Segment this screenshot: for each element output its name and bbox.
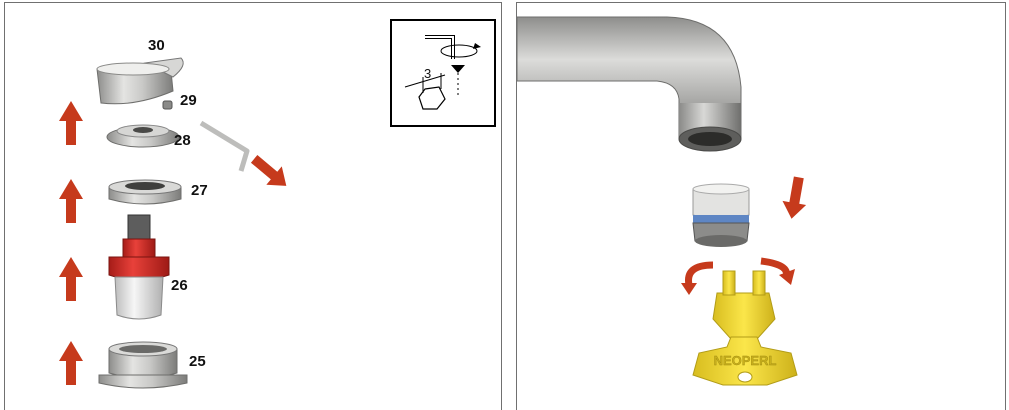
part-28-rosette — [107, 125, 179, 147]
arrow-up-icon — [59, 257, 83, 301]
callout-30: 30 — [148, 37, 165, 54]
aerator-removal-drawing: NEOPERL — [517, 3, 1005, 410]
part-29-screw — [163, 101, 172, 109]
arrow-down-icon — [780, 175, 811, 221]
key-brand-label: NEOPERL — [714, 353, 777, 368]
exploded-view-drawing — [5, 3, 501, 410]
part-30-handle-cap — [97, 58, 183, 104]
part-26-cartridge — [109, 215, 169, 319]
callout-25: 25 — [189, 353, 206, 370]
faucet-spout — [517, 17, 741, 151]
arrow-down-right-icon — [246, 150, 294, 195]
callout-29: 29 — [180, 92, 197, 109]
disassembly-panel: 30 29 28 27 26 25 3 — [4, 2, 502, 410]
inset-hex-key-detail — [391, 20, 495, 126]
callout-28: 28 — [174, 132, 191, 149]
inset-dimension-label: 3 — [424, 66, 431, 81]
arrow-up-icon — [59, 341, 83, 385]
part-25-base — [99, 342, 187, 388]
arrow-up-icon — [59, 101, 83, 145]
callout-27: 27 — [191, 182, 208, 199]
part-27-nut — [109, 180, 181, 204]
aerator — [693, 184, 749, 247]
callout-26: 26 — [171, 277, 188, 294]
arrow-up-icon — [59, 179, 83, 223]
allen-key — [201, 123, 247, 171]
up-arrows — [59, 101, 83, 385]
aerator-panel: NEOPERL — [516, 2, 1006, 410]
rotation-arrows-icon — [689, 261, 787, 285]
